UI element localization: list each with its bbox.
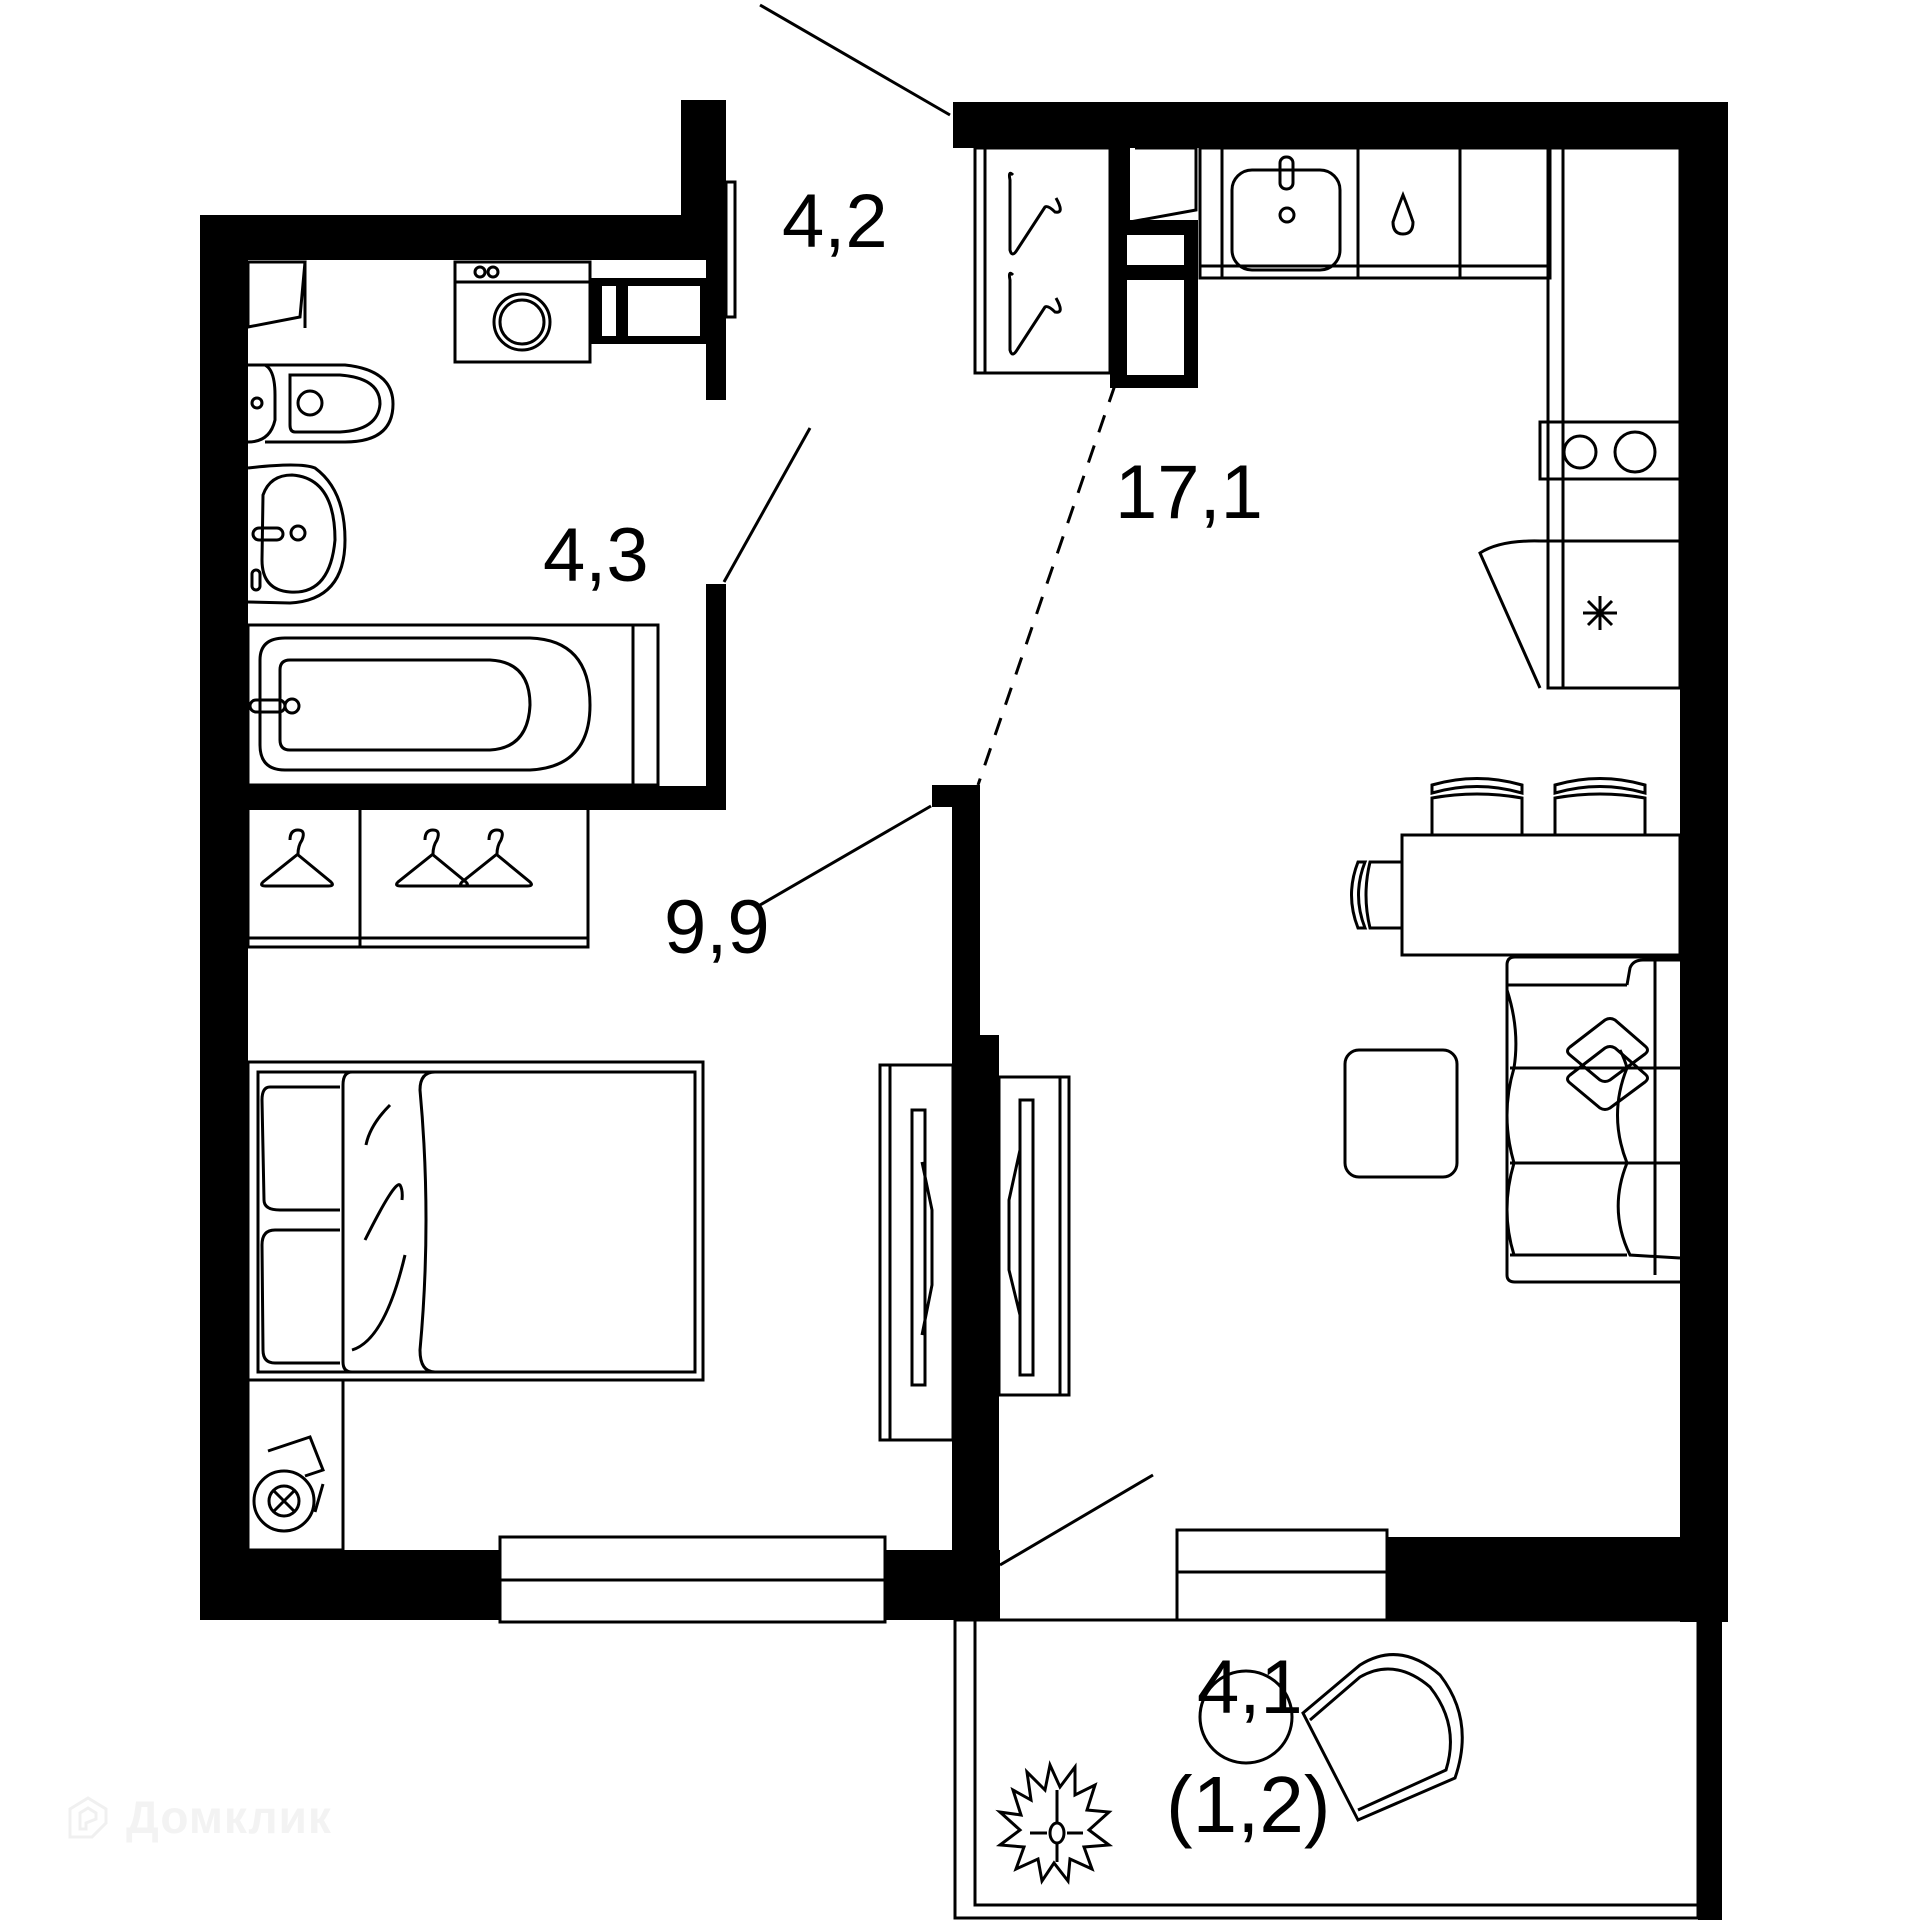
room-area-bedroom: 9,9 <box>664 885 770 970</box>
watermark-text: Домклик <box>126 1791 332 1843</box>
snowflake-icon <box>1583 596 1617 630</box>
house-logo-icon <box>68 1796 108 1839</box>
room-area-balcony: 4,1 <box>1197 1645 1303 1730</box>
hanger-icons <box>260 828 533 888</box>
watermark: Домклик <box>64 1790 332 1844</box>
room-area-bathroom: 4,3 <box>543 513 649 598</box>
walls <box>200 100 1728 1920</box>
room-area-balcony-reduced: (1,2) <box>1166 1760 1331 1849</box>
fixtures <box>246 3 1700 1920</box>
room-area-kitchen-living: 17,1 <box>1115 450 1263 535</box>
plant-icon <box>995 1760 1114 1885</box>
room-area-hallway: 4,2 <box>782 179 888 264</box>
